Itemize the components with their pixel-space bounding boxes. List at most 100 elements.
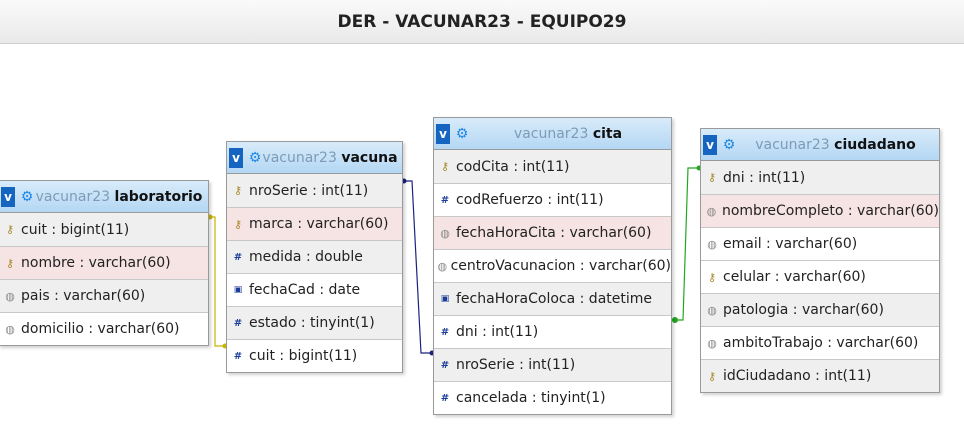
relation-end-dot bbox=[672, 317, 678, 323]
column-row[interactable]: ◍ patologia : varchar(60) bbox=[701, 293, 939, 326]
table-name: vacuna bbox=[341, 149, 398, 166]
table-name: cita bbox=[592, 125, 623, 142]
table-header[interactable]: v ⚙ vacunar23 laboratorio bbox=[0, 181, 208, 213]
column-label: idCiudadano : int(11) bbox=[723, 368, 872, 384]
column-row[interactable]: ◍centroVacunacion : varchar(60) bbox=[434, 249, 671, 282]
key-icon: ⚷ bbox=[440, 160, 450, 173]
column-label: cuit : bigint(11) bbox=[21, 221, 130, 238]
column-row[interactable]: ▣ fechaCad : date bbox=[227, 273, 402, 306]
column-label: centroVacunacion : varchar(60) bbox=[450, 258, 671, 274]
number-icon: # bbox=[233, 350, 243, 362]
column-row[interactable]: ⚷ celular : varchar(60) bbox=[701, 260, 939, 293]
column-row[interactable]: # nroSerie : int(11) bbox=[434, 348, 671, 381]
column-label: dni : int(11) bbox=[456, 324, 539, 340]
column-label: fechaCad : date bbox=[249, 282, 361, 298]
key-icon: ⚷ bbox=[707, 171, 717, 184]
column-row[interactable]: ⚷ cuit : bigint(11) bbox=[0, 213, 208, 246]
column-row[interactable]: ◍ fechaHoraCita : varchar(60) bbox=[434, 216, 671, 249]
relation-vacuna-laboratorio bbox=[209, 216, 226, 347]
key-icon: ⚷ bbox=[707, 369, 717, 383]
column-label: patologia : varchar(60) bbox=[723, 302, 884, 318]
column-label: email : varchar(60) bbox=[723, 236, 858, 252]
column-row[interactable]: ◍ nombreCompleto : varchar(60) bbox=[701, 194, 939, 227]
table-cita[interactable]: v ⚙ vacunar23 cita ⚷ codCita : int(11) # c… bbox=[433, 117, 672, 415]
number-icon: # bbox=[233, 251, 243, 263]
gear-icon: ⚙ bbox=[455, 125, 469, 142]
key-icon: ⚷ bbox=[233, 217, 243, 231]
column-label: codCita : int(11) bbox=[456, 158, 570, 175]
column-label: medida : double bbox=[249, 249, 363, 265]
key-icon: ⚷ bbox=[5, 256, 15, 270]
key-icon: ⚷ bbox=[5, 223, 15, 236]
number-icon: # bbox=[233, 317, 243, 329]
string-icon: ◍ bbox=[706, 204, 717, 218]
column-label: nroSerie : int(11) bbox=[456, 357, 576, 373]
table-laboratorio[interactable]: v ⚙ vacunar23 laboratorio ⚷ cuit : bigint… bbox=[0, 180, 209, 346]
string-icon: ◍ bbox=[437, 259, 448, 273]
number-icon: # bbox=[440, 326, 450, 338]
column-label: codRefuerzo : int(11) bbox=[456, 192, 604, 208]
column-label: marca : varchar(60) bbox=[249, 216, 389, 232]
column-label: fechaHoraCita : varchar(60) bbox=[456, 225, 652, 241]
column-label: fechaHoraColoca : datetime bbox=[456, 291, 653, 307]
column-row[interactable]: # estado : tinyint(1) bbox=[227, 306, 402, 339]
view-icon: v bbox=[229, 147, 243, 168]
table-header[interactable]: v ⚙ vacunar23 cita bbox=[434, 118, 671, 150]
table-ciudadano[interactable]: v ⚙ vacunar23 ciudadano ⚷ dni : int(11) ◍… bbox=[700, 128, 940, 393]
number-icon: # bbox=[440, 359, 450, 371]
column-label: estado : tinyint(1) bbox=[249, 315, 375, 331]
column-label: dni : int(11) bbox=[723, 169, 806, 186]
column-row[interactable]: # dni : int(11) bbox=[434, 315, 671, 348]
column-row[interactable]: ⚷ codCita : int(11) bbox=[434, 150, 671, 183]
table-name: ciudadano bbox=[834, 136, 916, 153]
table-database: vacunar23 bbox=[755, 136, 830, 153]
table-name: laboratorio bbox=[114, 188, 203, 205]
table-database: vacunar23 bbox=[35, 188, 111, 205]
column-label: nroSerie : int(11) bbox=[249, 182, 369, 199]
column-row[interactable]: ▣ fechaHoraColoca : datetime bbox=[434, 282, 671, 315]
column-row[interactable]: # medida : double bbox=[227, 240, 402, 273]
column-label: pais : varchar(60) bbox=[21, 288, 146, 304]
string-icon: ◍ bbox=[440, 226, 450, 240]
column-row[interactable]: ⚷nombre : varchar(60) bbox=[0, 246, 208, 279]
column-row[interactable]: ⚷ nroSerie : int(11) bbox=[227, 174, 402, 207]
string-icon: ◍ bbox=[5, 289, 15, 303]
column-row[interactable]: ⚷ marca : varchar(60) bbox=[227, 207, 402, 240]
column-row[interactable]: # cuit : bigint(11) bbox=[227, 339, 402, 372]
table-vacuna[interactable]: v ⚙ vacunar23 vacuna ⚷ nroSerie : int(11)… bbox=[226, 141, 403, 373]
column-label: domicilio : varchar(60) bbox=[21, 321, 180, 337]
number-icon: # bbox=[440, 194, 450, 206]
view-icon: v bbox=[436, 123, 450, 144]
key-icon: ⚷ bbox=[707, 270, 717, 284]
table-header[interactable]: v ⚙ vacunar23 ciudadano bbox=[701, 129, 939, 161]
key-icon: ⚷ bbox=[233, 184, 243, 197]
column-row[interactable]: # cancelada : tinyint(1) bbox=[434, 381, 671, 414]
column-row[interactable]: ◍ ambitoTrabajo : varchar(60) bbox=[701, 326, 939, 359]
gear-icon: ⚙ bbox=[20, 188, 34, 205]
table-header[interactable]: v ⚙ vacunar23 vacuna bbox=[227, 142, 402, 174]
column-row[interactable]: ◍ pais : varchar(60) bbox=[0, 279, 208, 312]
column-row[interactable]: # codRefuerzo : int(11) bbox=[434, 183, 671, 216]
column-label: celular : varchar(60) bbox=[723, 269, 866, 285]
string-icon: ◍ bbox=[707, 303, 717, 317]
column-label: cancelada : tinyint(1) bbox=[456, 390, 606, 406]
column-row[interactable]: ◍ domicilio : varchar(60) bbox=[0, 312, 208, 345]
column-row[interactable]: ⚷ dni : int(11) bbox=[701, 161, 939, 194]
table-database: vacunar23 bbox=[513, 125, 589, 142]
column-row[interactable]: ⚷ idCiudadano : int(11) bbox=[701, 359, 939, 392]
view-icon: v bbox=[1, 186, 15, 207]
view-icon: v bbox=[703, 134, 717, 155]
column-row[interactable]: ◍ email : varchar(60) bbox=[701, 227, 939, 260]
column-label: cuit : bigint(11) bbox=[249, 348, 358, 364]
column-label: nombreCompleto : varchar(60) bbox=[721, 203, 939, 219]
date-icon: ▣ bbox=[233, 285, 243, 295]
number-icon: # bbox=[440, 392, 450, 404]
date-icon: ▣ bbox=[440, 294, 450, 304]
relation-cita-ciudadano bbox=[672, 167, 700, 321]
diagram-title: DER - VACUNAR23 - EQUIPO29 bbox=[337, 11, 627, 32]
string-icon: ◍ bbox=[707, 237, 717, 251]
gear-icon: ⚙ bbox=[248, 149, 262, 166]
string-icon: ◍ bbox=[5, 322, 15, 336]
string-icon: ◍ bbox=[707, 336, 717, 350]
column-label: ambitoTrabajo : varchar(60) bbox=[723, 335, 919, 351]
